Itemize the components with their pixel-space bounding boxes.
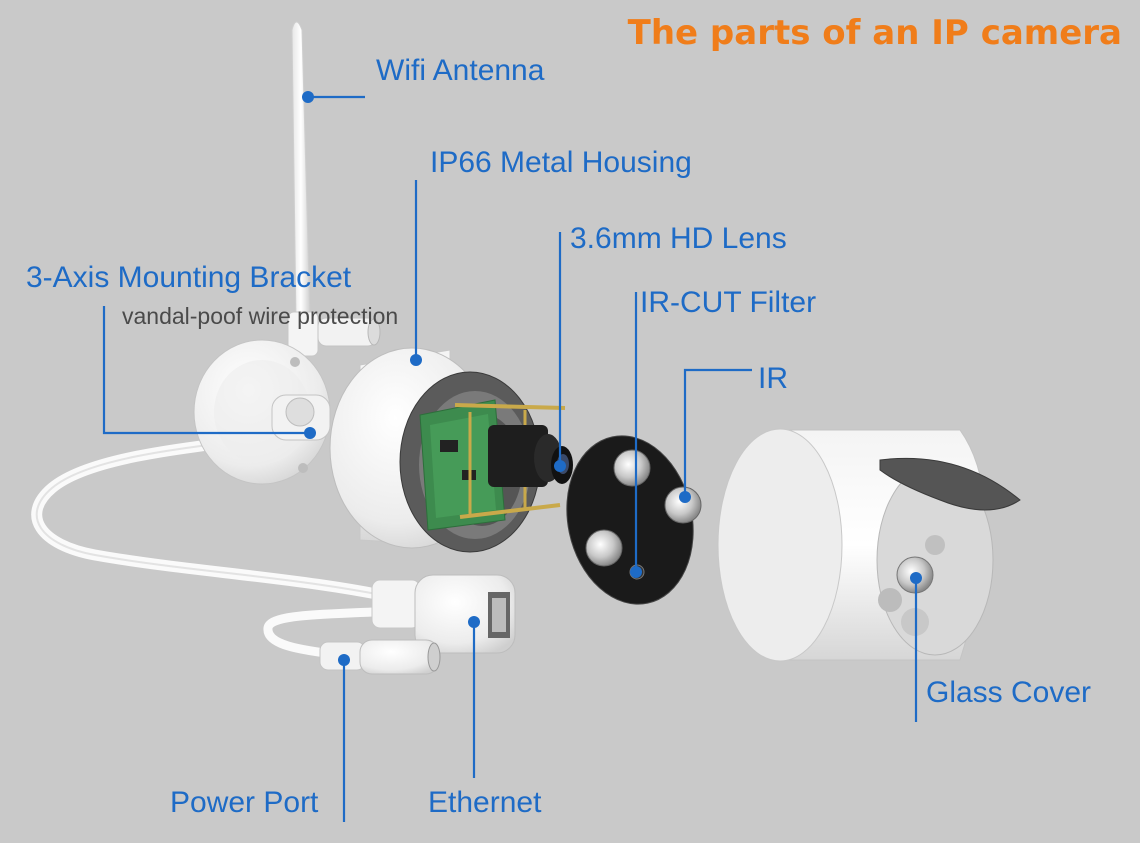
connector-illustration: [319, 574, 516, 675]
callout-dot: [554, 460, 566, 472]
callout-dot: [910, 572, 922, 584]
diagram-title: The parts of an IP camera: [628, 13, 1122, 53]
callout-dot: [410, 354, 422, 366]
label-ethernet: Ethernet: [428, 786, 542, 819]
pcb-illustration: [419, 399, 566, 531]
callout-dot: [302, 91, 314, 103]
callout-wifi-antenna: Wifi Antenna: [302, 54, 545, 103]
ir-board-illustration: [566, 435, 702, 605]
label-wire-protection: vandal-poof wire protection: [122, 303, 398, 329]
label-glass-cover: Glass Cover: [926, 676, 1091, 709]
callout-mounting-bracket: 3-Axis Mounting Bracket vandal-poof wire…: [26, 261, 398, 439]
bracket-illustration: [193, 339, 331, 485]
callout-power-port: Power Port: [170, 654, 350, 822]
label-ir: IR: [758, 362, 788, 395]
callout-ir: IR: [679, 362, 788, 503]
callout-dot: [468, 616, 480, 628]
label-hd-lens: 3.6mm HD Lens: [570, 222, 787, 255]
label-ir-cut-filter: IR-CUT Filter: [640, 286, 816, 319]
glass-cover-illustration: [717, 428, 1021, 662]
callout-hd-lens: 3.6mm HD Lens: [554, 222, 787, 472]
label-wifi-antenna: Wifi Antenna: [376, 54, 545, 87]
callout-dot: [630, 566, 642, 578]
callout-dot: [338, 654, 350, 666]
callout-dot: [304, 427, 316, 439]
label-power-port: Power Port: [170, 786, 319, 819]
callout-ethernet: Ethernet: [428, 616, 542, 819]
callout-glass-cover: Glass Cover: [910, 572, 1091, 722]
cable-illustration: [31, 426, 411, 660]
camera-illustration: [31, 21, 1021, 675]
antenna-illustration: [287, 21, 381, 357]
callout-dot: [679, 491, 691, 503]
label-mounting-bracket: 3-Axis Mounting Bracket: [26, 261, 352, 294]
callout-ir-cut-filter: IR-CUT Filter: [630, 286, 816, 578]
leader-line: [102, 306, 310, 435]
label-metal-housing: IP66 Metal Housing: [430, 146, 692, 179]
callout-metal-housing: IP66 Metal Housing: [410, 146, 692, 366]
leader-line: [683, 368, 752, 497]
